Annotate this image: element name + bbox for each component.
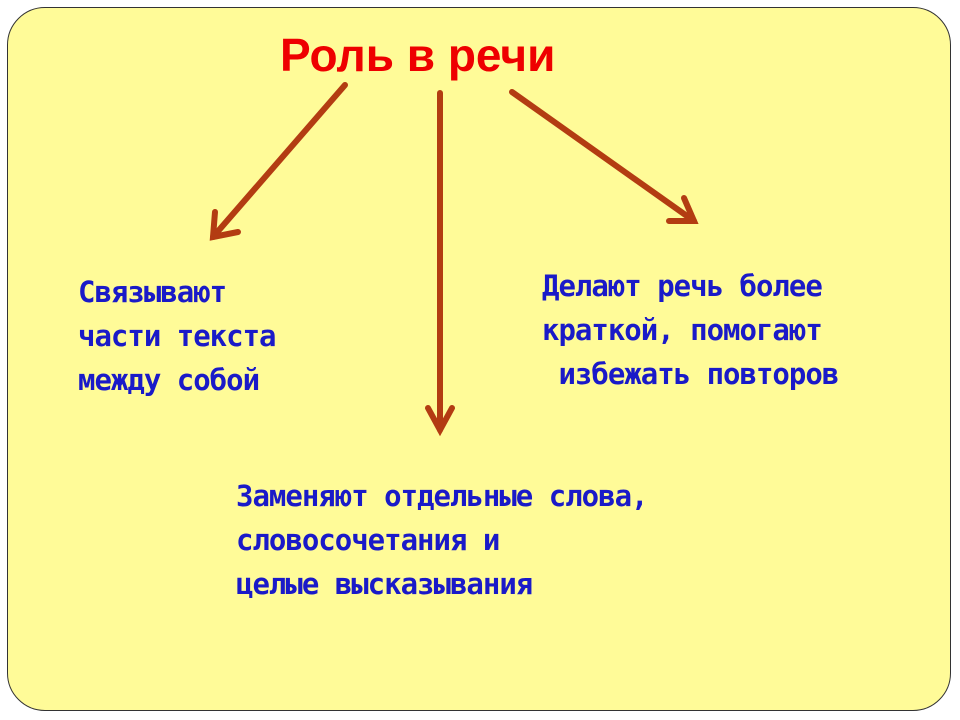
branch-text-replace: Заменяют отдельные слова,словосочетания … bbox=[236, 479, 648, 601]
arrow-right bbox=[509, 89, 699, 224]
arrow-down bbox=[425, 90, 455, 437]
diagram-title: Роль в речи bbox=[280, 29, 556, 81]
slide-background bbox=[7, 7, 951, 711]
arrow-left bbox=[209, 82, 348, 241]
